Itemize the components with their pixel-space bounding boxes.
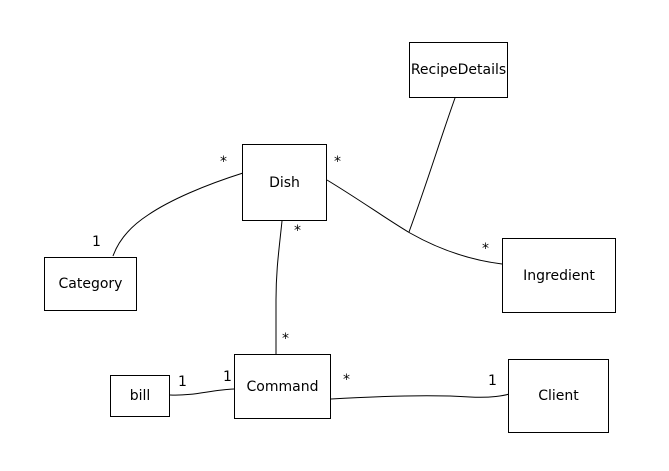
bill-command-association bbox=[169, 388, 235, 396]
class-client[interactable]: Client bbox=[508, 359, 609, 433]
multiplicity-dish-category-category-end: 1 bbox=[92, 234, 101, 250]
multiplicity-dish-category-dish-end: * bbox=[220, 154, 227, 170]
class-command[interactable]: Command bbox=[234, 354, 331, 419]
recipe-details-link bbox=[408, 97, 456, 233]
dish-command-association bbox=[275, 220, 283, 355]
dish-ingredient-association bbox=[326, 179, 503, 265]
command-client-association bbox=[330, 392, 513, 400]
class-category[interactable]: Category bbox=[44, 257, 137, 311]
dish-category-association bbox=[112, 172, 244, 257]
class-recipe-details[interactable]: RecipeDetails bbox=[409, 42, 508, 98]
multiplicity-command-client-client-end: 1 bbox=[488, 373, 497, 389]
class-ingredient[interactable]: Ingredient bbox=[502, 238, 616, 313]
multiplicity-dish-command-command-end: * bbox=[282, 331, 289, 347]
class-dish[interactable]: Dish bbox=[242, 144, 327, 221]
multiplicity-dish-ingredient-dish-end: * bbox=[334, 154, 341, 170]
class-bill[interactable]: bill bbox=[110, 375, 170, 417]
multiplicity-bill-command-bill-end: 1 bbox=[178, 374, 187, 390]
multiplicity-bill-command-command-end: 1 bbox=[223, 369, 232, 385]
multiplicity-dish-command-dish-end: * bbox=[294, 223, 301, 239]
multiplicity-dish-ingredient-ingredient-end: * bbox=[482, 241, 489, 257]
multiplicity-command-client-command-end: * bbox=[343, 372, 350, 388]
